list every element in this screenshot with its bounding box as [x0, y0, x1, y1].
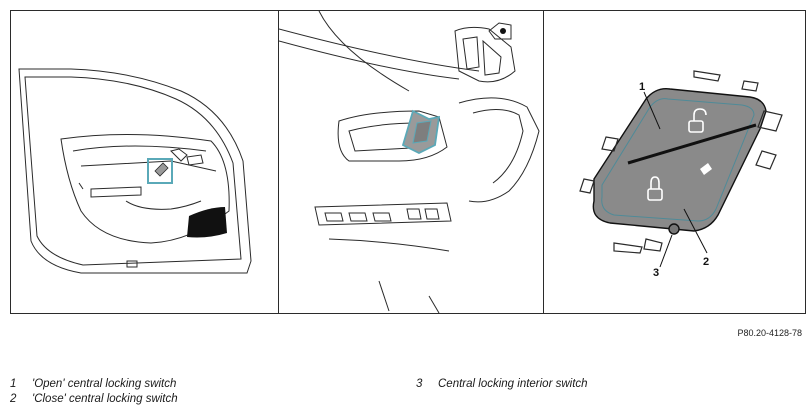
legend-number: 3 — [416, 378, 423, 390]
open-lock-icon — [688, 108, 707, 133]
door-panel-detail — [278, 11, 543, 313]
door-panel-illustration — [279, 11, 540, 313]
leader-line-3 — [659, 234, 673, 268]
switch-detail-illustration: 1 2 3 — [579, 70, 783, 279]
switch-highlight — [401, 109, 441, 155]
indicator-lamp — [700, 163, 712, 175]
legend-number: 2 — [10, 393, 17, 405]
legend-text: 'Open' central locking switch — [32, 378, 177, 390]
leader-line-1 — [643, 91, 661, 130]
door-overview-illustration — [18, 68, 252, 274]
legend-item: 1 'Open' central locking switch — [10, 377, 178, 392]
clips — [579, 70, 783, 254]
interior-switch-lens — [668, 223, 680, 235]
legend-number: 1 — [10, 378, 17, 390]
legend-item: 2 'Close' central locking switch — [10, 392, 178, 407]
legend-right: 3 Central locking interior switch — [416, 377, 588, 392]
door-overview-panel — [11, 11, 277, 313]
legend-item: 3 Central locking interior switch — [416, 377, 588, 392]
legend-left: 1 'Open' central locking switch 2 'Close' … — [10, 377, 178, 407]
highlight-box — [147, 158, 173, 184]
callout-1: 1 — [639, 81, 645, 93]
close-lock-icon — [647, 176, 663, 201]
switch-housing — [592, 88, 767, 232]
switch-detail-panel: 1 2 3 — [543, 11, 806, 313]
figure-code: P80.20-4128-78 — [737, 328, 802, 338]
callout-3: 3 — [653, 267, 659, 279]
figure-frame: 1 2 3 — [10, 10, 806, 314]
legend-text: 'Close' central locking switch — [32, 393, 178, 405]
legend-text: Central locking interior switch — [438, 378, 588, 390]
split-line — [627, 123, 757, 165]
leader-line-2 — [683, 208, 708, 254]
callout-2: 2 — [703, 256, 709, 268]
